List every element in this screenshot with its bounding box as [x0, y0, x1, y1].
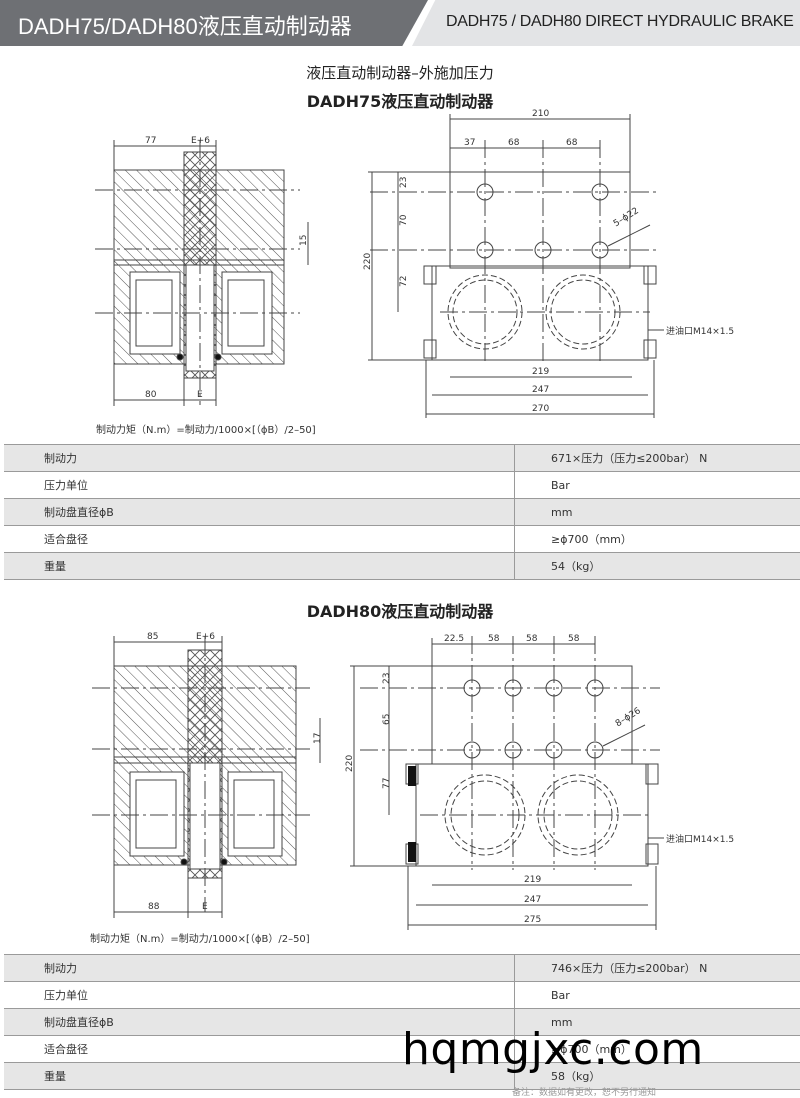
dim-front-width: 210 — [532, 109, 549, 119]
dim-front-b2: 247 — [524, 895, 541, 905]
front-view-dadh80 — [350, 636, 664, 930]
dim-side-right: 15 — [299, 235, 309, 246]
dim-front-v2: 70 — [399, 214, 409, 226]
dim-front-v1: 23 — [382, 673, 392, 684]
dim-front-v2: 65 — [382, 714, 392, 725]
dim-side-right: 17 — [313, 733, 323, 744]
dim-front-seg-3: 68 — [566, 138, 578, 148]
dim-front-seg-2: 68 — [508, 138, 520, 148]
header-title-cn: DADH75/DADH80液压直动制动器 — [18, 9, 352, 41]
header-title-bar-en: DADH75 / DADH80 DIRECT HYDRAULIC BRAKE — [412, 0, 800, 46]
drawing-dadh75: 77 E+6 15 80 E 210 37 68 68 23 — [0, 110, 800, 420]
dim-side-top-a: 77 — [145, 136, 156, 146]
spec-value: Bar — [515, 472, 800, 499]
model-title-dadh75: DADH75液压直动制动器 — [0, 88, 800, 112]
dim-side-bottom-b: E — [202, 902, 208, 912]
spec-value: 671×压力（压力≤200bar） N — [515, 445, 800, 472]
model-title-dadh80: DADH80液压直动制动器 — [0, 598, 800, 622]
dim-front-seg-1: 22.5 — [444, 634, 464, 644]
section-subtitle: 液压直动制动器–外施加压力 — [0, 62, 800, 83]
formula-dadh80: 制动力矩（N.m）=制动力/1000×[（ϕB）/2–50] — [90, 930, 310, 945]
spec-label: 制动力 — [4, 445, 515, 472]
dim-front-v1: 23 — [399, 177, 409, 188]
drawing-dadh80: 85 E+6 17 88 E 22.5 58 — [0, 620, 800, 940]
oil-port-label: 进油口M14×1.5 — [666, 833, 734, 845]
dim-front-seg-4: 58 — [568, 634, 580, 644]
table-row: 适合盘径≥ϕ700（mm） — [4, 526, 800, 553]
dim-front-seg-1: 37 — [464, 138, 475, 148]
dim-front-b3: 275 — [524, 915, 541, 925]
spec-value: 54（kg） — [515, 553, 800, 580]
spec-label: 制动力 — [4, 955, 515, 982]
dim-front-v3: 72 — [399, 276, 409, 287]
footnote: 备注：数据如有更改，恕不另行通知 — [512, 1085, 656, 1098]
dim-front-b3: 270 — [532, 404, 549, 414]
dim-side-bottom-b: E — [197, 390, 203, 400]
dim-front-seg-3: 58 — [526, 634, 538, 644]
header-title-bar: DADH75/DADH80液压直动制动器 — [0, 0, 428, 46]
front-view-dadh80-dims: 22.5 58 58 58 23 65 77 220 8–ϕ26 进油口M14×… — [345, 634, 734, 925]
dim-side-top-b: E+6 — [196, 632, 215, 642]
dim-front-seg-2: 58 — [488, 634, 500, 644]
dim-front-v3: 77 — [382, 778, 392, 789]
spec-label: 适合盘径 — [4, 526, 515, 553]
spec-label: 重量 — [4, 553, 515, 580]
dim-side-top-a: 85 — [147, 632, 158, 642]
side-view-dadh75 — [95, 140, 308, 406]
header-title-en: DADH75 / DADH80 DIRECT HYDRAULIC BRAKE — [446, 13, 794, 31]
side-view-dadh80 — [92, 636, 320, 918]
holes-label: 5–ϕ22 — [612, 206, 641, 229]
spec-value: ≥ϕ700（mm） — [515, 526, 800, 553]
dim-front-b1: 219 — [524, 875, 541, 885]
dim-front-height: 220 — [345, 755, 355, 772]
spec-value: mm — [515, 499, 800, 526]
spec-value: 746×压力（压力≤200bar） N — [515, 955, 800, 982]
watermark: hqmgjxc.com — [402, 1024, 704, 1075]
dim-side-top-b: E+6 — [191, 136, 210, 146]
dim-front-height: 220 — [363, 253, 373, 270]
dim-front-b1: 219 — [532, 367, 549, 377]
holes-label: 8–ϕ26 — [614, 706, 643, 729]
front-view-dadh75-dims: 210 37 68 68 23 70 72 220 5–ϕ22 进油口M14×1… — [363, 109, 734, 414]
formula-dadh75: 制动力矩（N.m）=制动力/1000×[（ϕB）/2–50] — [96, 421, 316, 436]
dim-side-bottom-a: 88 — [148, 902, 160, 912]
spec-label: 制动盘直径ϕB — [4, 499, 515, 526]
oil-port-label: 进油口M14×1.5 — [666, 325, 734, 337]
dim-side-bottom-a: 80 — [145, 390, 157, 400]
front-view-dadh75 — [368, 114, 664, 418]
spec-label: 压力单位 — [4, 982, 515, 1009]
dim-front-b2: 247 — [532, 385, 549, 395]
spec-label: 压力单位 — [4, 472, 515, 499]
spec-value: Bar — [515, 982, 800, 1009]
connector-blocks — [408, 766, 416, 862]
